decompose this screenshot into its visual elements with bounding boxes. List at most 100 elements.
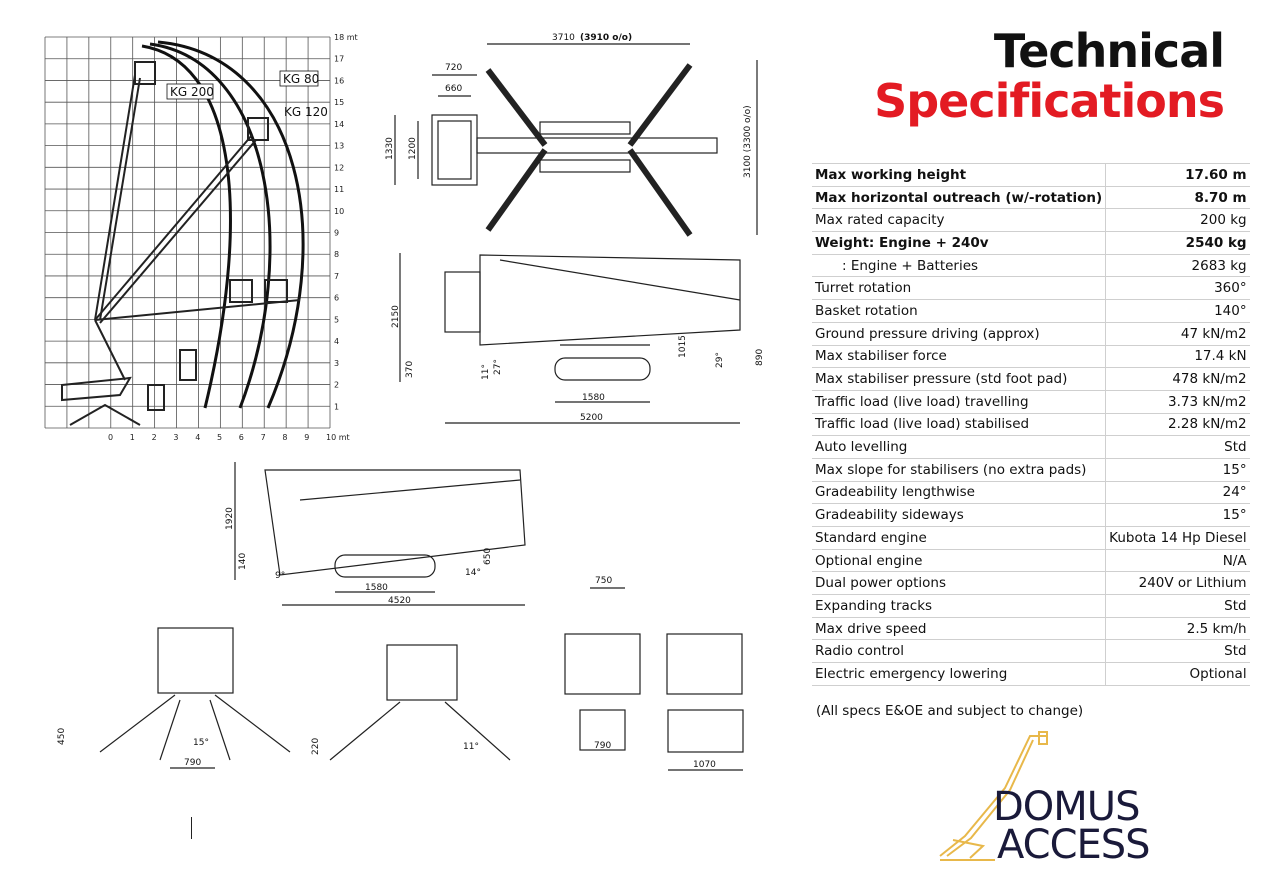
dim-side-length: 5200: [580, 413, 603, 423]
spec-value: 3.73 kN/m2: [1105, 390, 1250, 414]
spec-row: Max stabiliser pressure (std foot pad)47…: [812, 367, 1250, 391]
dim-front-d1: 790: [184, 758, 201, 768]
dim-basket-inner: 660: [445, 84, 462, 94]
spec-label: Auto levelling: [812, 435, 1106, 459]
spec-label: Dual power options: [812, 571, 1106, 596]
spec-value: Std: [1105, 639, 1250, 664]
spec-value: 47 kN/m2: [1105, 322, 1250, 346]
y-tick-label: 18 mt: [334, 33, 358, 42]
spec-value: 15°: [1105, 458, 1250, 482]
spec-label: Radio control: [812, 639, 1106, 664]
spec-label: Max horizontal outreach (w/-rotation): [812, 186, 1106, 210]
spec-value: Optional: [1105, 662, 1250, 686]
spec-label: Electric emergency lowering: [812, 662, 1106, 686]
spec-value: 2540 kg: [1105, 231, 1250, 255]
dim-side2-height: 1920: [225, 507, 235, 530]
dim-side-d2: 890: [755, 349, 765, 366]
spec-label: Gradeability lengthwise: [812, 481, 1106, 505]
spec-value: Kubota 14 Hp Diesel: [1105, 526, 1250, 550]
x-tick-label: 6: [239, 433, 244, 442]
spec-value: 17.60 m: [1105, 163, 1250, 187]
y-tick-label: 13: [334, 142, 344, 151]
spec-label: Weight: Engine + 240v: [812, 231, 1106, 255]
spec-label: Max rated capacity: [812, 208, 1106, 233]
y-tick-label: 14: [334, 120, 344, 129]
y-tick-label: 15: [334, 98, 344, 107]
y-tick-label: 16: [334, 76, 344, 85]
x-tick-label: 4: [195, 433, 200, 442]
dim-front-base: 790: [594, 741, 611, 751]
spec-value: Std: [1105, 594, 1250, 618]
spec-row: Ground pressure driving (approx)47 kN/m2: [812, 322, 1250, 346]
angle-front-a1: 15°: [193, 738, 209, 748]
dim-side2-length: 4520: [388, 596, 411, 606]
spec-value: 15°: [1105, 503, 1250, 527]
dim-side2-ground: 140: [238, 553, 248, 570]
dim-basket-outer: 720: [445, 63, 462, 73]
logo-boom-icon: [939, 731, 1048, 861]
y-tick-label: 4: [334, 337, 339, 346]
spec-label: Max working height: [812, 163, 1106, 187]
dim-side-d1: 1015: [678, 335, 688, 358]
spec-row: Max horizontal outreach (w/-rotation)8.7…: [812, 186, 1250, 210]
spec-label: Optional engine: [812, 549, 1106, 573]
spec-label: Turret rotation: [812, 276, 1106, 301]
y-tick-label: 1: [334, 402, 339, 411]
x-tick-label: 3: [173, 433, 178, 442]
dim-side-ground: 370: [405, 361, 415, 378]
x-tick-label: 0: [108, 433, 113, 442]
curve-label-kg120: KG 120: [284, 105, 328, 119]
angle-side-a3: 29°: [715, 352, 725, 368]
spec-value: 17.4 kN: [1105, 345, 1250, 369]
range-curve-kg120: [157, 40, 305, 409]
spec-label: Traffic load (live load) travelling: [812, 390, 1106, 414]
dim-h-outer: 1330: [385, 137, 395, 160]
x-tick-label: 2: [152, 433, 157, 442]
x-tick-label: 1: [130, 433, 135, 442]
angle-side-a1: 11°: [481, 364, 491, 380]
side-view-stowed: 2150 370 11° 27° 1580 5200 1015 29° 890: [391, 253, 765, 424]
spec-value: 2683 kg: [1105, 254, 1250, 278]
page-title: Technical Specifications: [874, 24, 1225, 124]
text-cursor: [191, 817, 192, 839]
dim-stab-width: 3100 (3300 o/o): [743, 105, 753, 178]
dim-side-height: 2150: [391, 305, 401, 328]
angle-side2-a2: 14°: [465, 568, 481, 578]
side-view-compact: 1920 140 9° 1580 4520 650 14°: [225, 462, 526, 606]
x-tick-label: 10 mt: [326, 433, 350, 442]
spec-label: Traffic load (live load) stabilised: [812, 413, 1106, 437]
angle-front-a2: 11°: [463, 742, 479, 752]
x-tick-label: 9: [304, 433, 309, 442]
front-views: 450 15° 790 220 11° 750 790 1070: [57, 576, 744, 771]
curve-label-kg80: KG 80: [283, 72, 319, 86]
spec-label: Ground pressure driving (approx): [812, 322, 1106, 346]
spec-label: Gradeability sideways: [812, 503, 1106, 527]
dim-h-inner: 1200: [408, 137, 418, 160]
spec-label: Max drive speed: [812, 617, 1106, 641]
spec-value: 140°: [1105, 299, 1250, 323]
y-tick-label: 12: [334, 163, 344, 172]
spec-value: 2.28 kN/m2: [1105, 413, 1250, 437]
angle-side-a2: 27°: [493, 359, 503, 375]
spec-value: 2.5 km/h: [1105, 617, 1250, 641]
logo-text-domus: DOMUS: [993, 784, 1140, 830]
spec-value: 478 kN/m2: [1105, 367, 1250, 391]
x-tick-label: 8: [282, 433, 287, 442]
spec-value: N/A: [1105, 549, 1250, 573]
title-line-1: Technical: [993, 24, 1225, 78]
spec-value: 24°: [1105, 481, 1250, 505]
